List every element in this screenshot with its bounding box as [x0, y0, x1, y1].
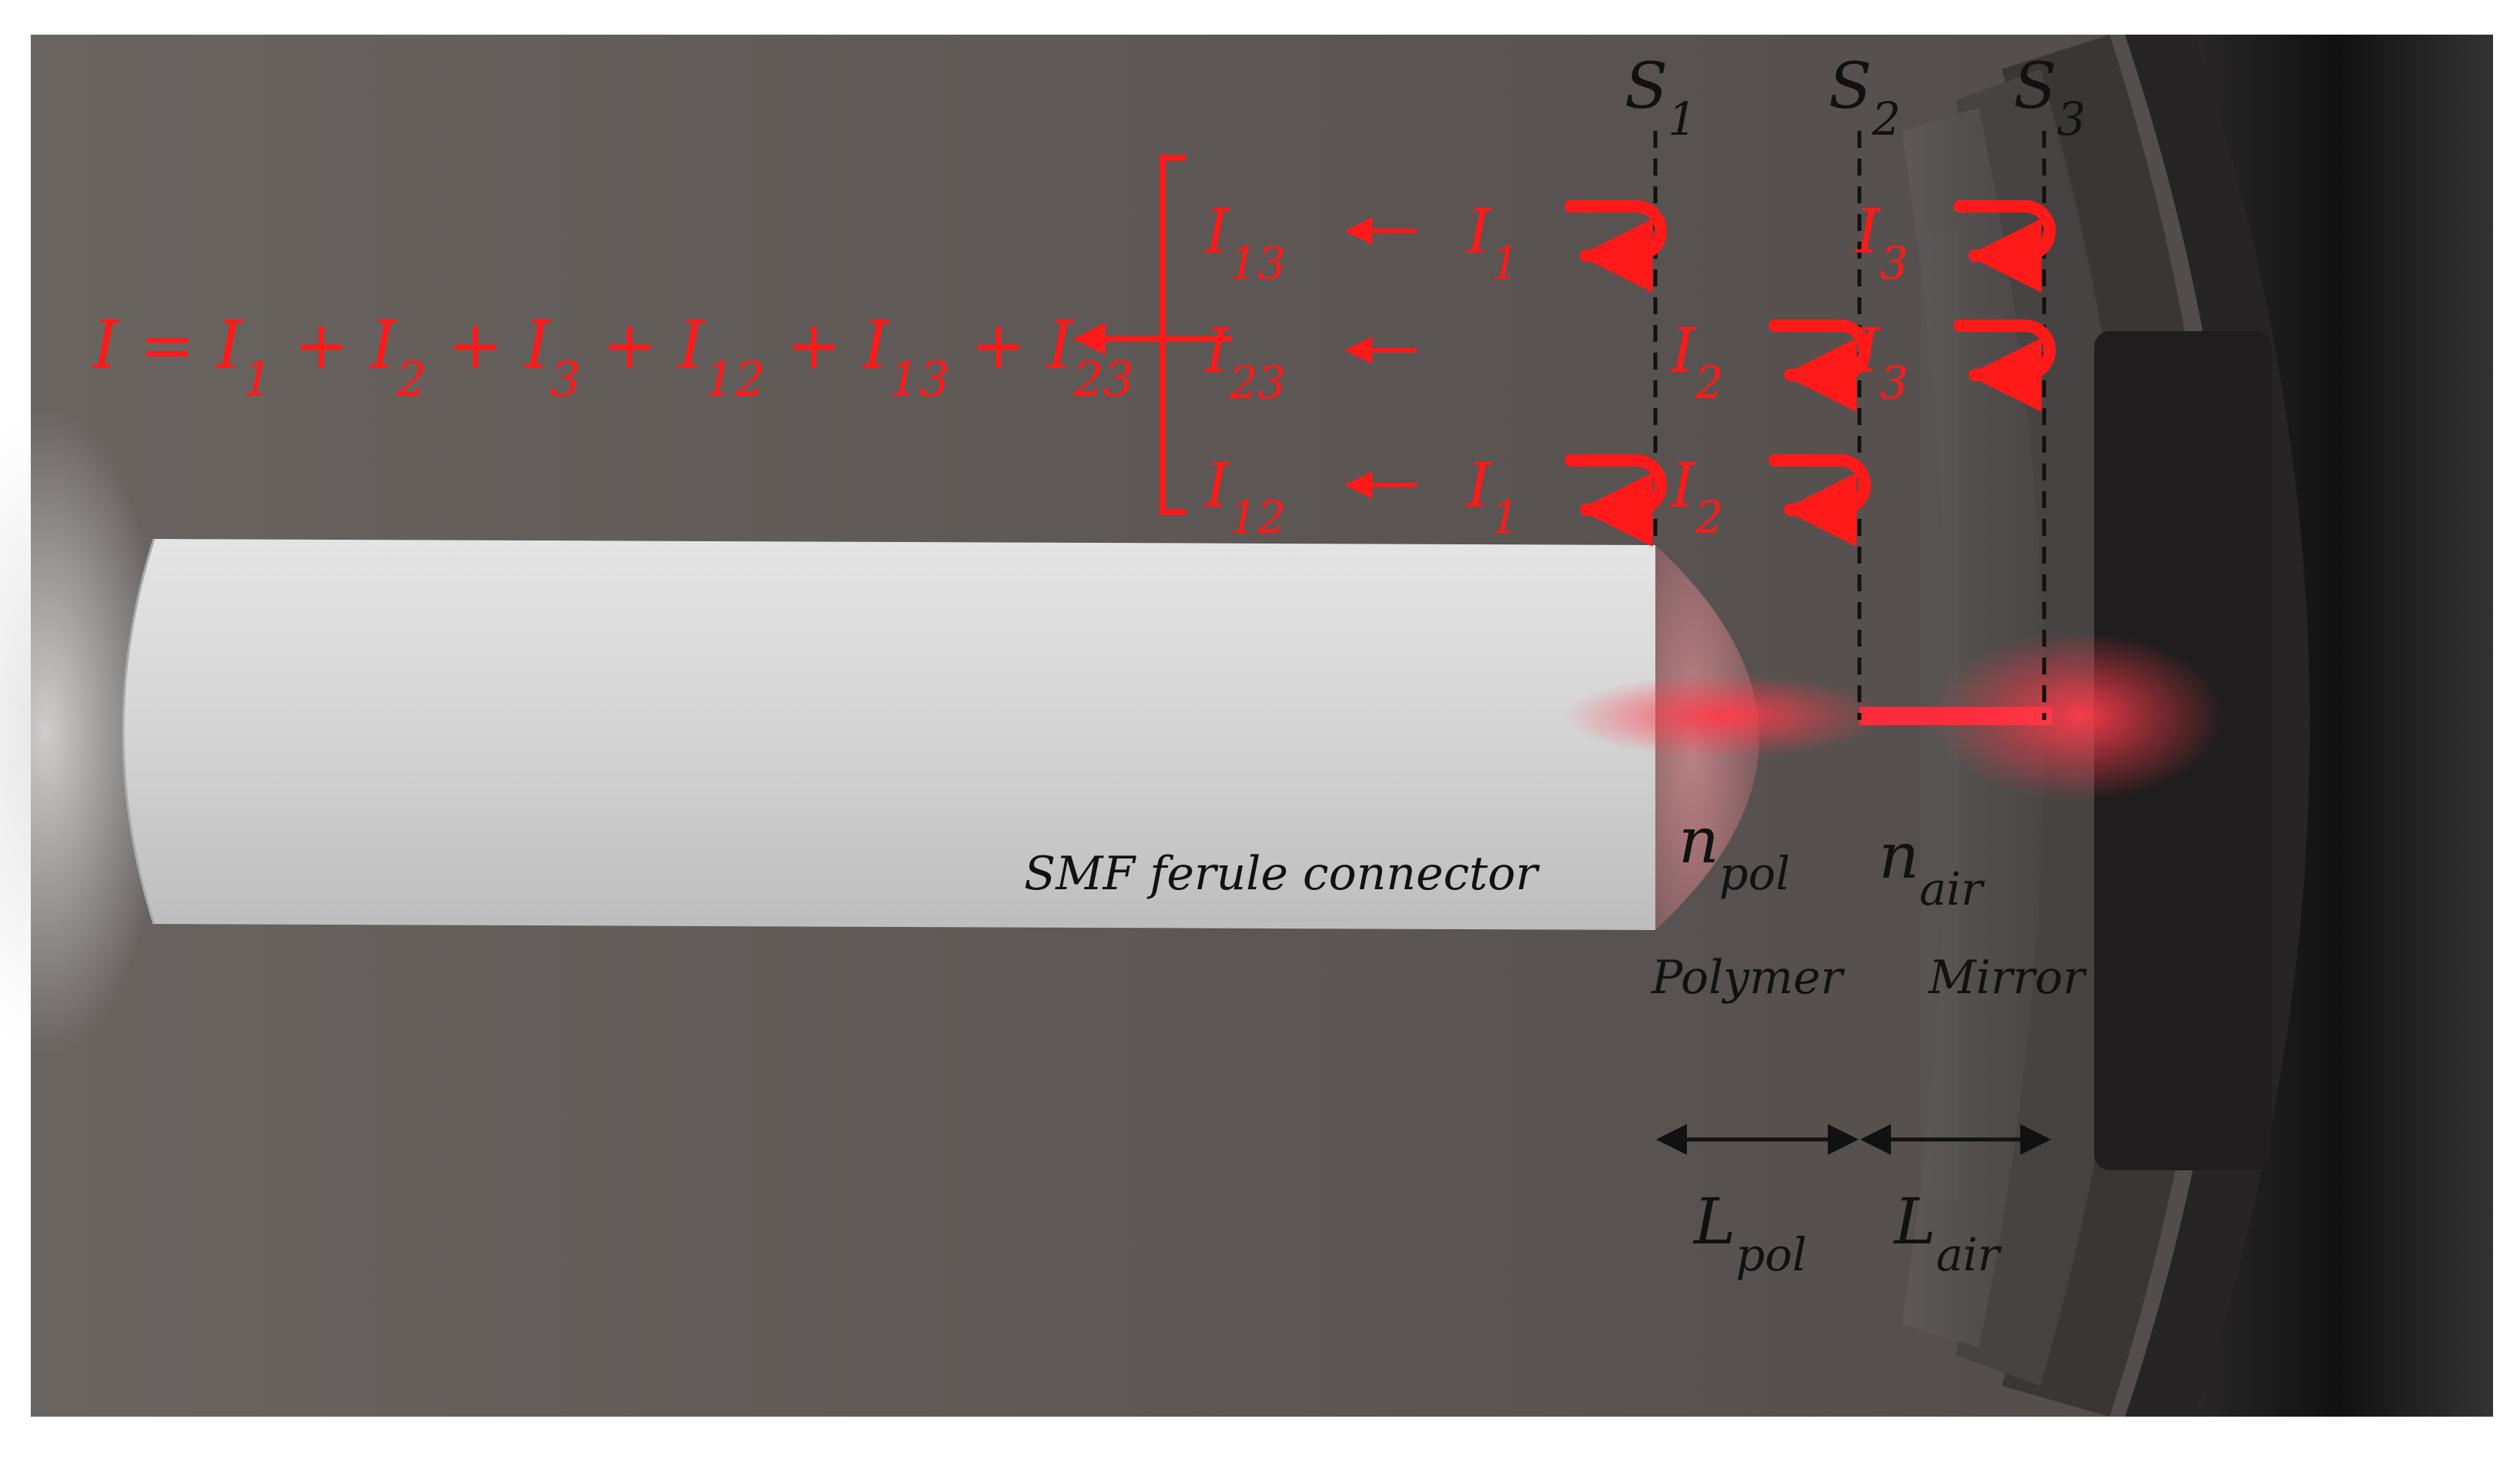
reflection-3-base: I	[1854, 315, 1881, 387]
l-pol-subscript: pol	[1735, 1228, 1806, 1281]
reflection-hook-1	[1565, 200, 1667, 293]
n-air-base: n	[1879, 820, 1919, 893]
equation-term-2-base: I	[369, 307, 398, 384]
reflection-2-subscript: 2	[1695, 492, 1724, 544]
l-pol-label: Lpol	[1692, 1186, 1807, 1281]
row-result-23-subscript: 23	[1229, 357, 1286, 409]
surface-3-base: S	[2013, 50, 2056, 123]
reflection-hook-1	[1565, 454, 1667, 547]
reflection-label-1: I1	[1465, 196, 1519, 289]
row-result-23: I23	[1203, 315, 1286, 409]
reflection-2-base: I	[1669, 315, 1696, 387]
reflection-label-1: I1	[1465, 450, 1519, 544]
reflection-3-base: I	[1854, 196, 1881, 267]
row-result-13-subscript: 13	[1230, 238, 1286, 289]
reflection-1-subscript: 1	[1491, 492, 1520, 544]
polymer-label: Polymer	[1651, 951, 1846, 1005]
row-result-13-base: I	[1203, 196, 1230, 267]
equation-term-1-base: I	[215, 307, 244, 384]
reflection-hook-3	[1953, 320, 2056, 412]
row-result-12-base: I	[1203, 450, 1230, 521]
surface-2-subscript: 2	[1871, 92, 1901, 146]
intensity-equation: I = I1 + I2 + I3 + I12 + I13 + I23	[91, 307, 1134, 407]
n-air-subscript: air	[1919, 862, 1986, 915]
reflection-label-3: I3	[1854, 315, 1908, 409]
equation-term-3-base: I	[523, 307, 552, 384]
l-air-base: L	[1893, 1186, 1936, 1259]
reflection-3-subscript: 3	[1880, 238, 1909, 289]
surface-3-subscript: 3	[2056, 92, 2086, 146]
row-result-23-base: I	[1203, 315, 1230, 387]
mirror-light-glow	[1933, 631, 2225, 801]
brace	[1155, 155, 1186, 515]
row-result-12: I12	[1203, 450, 1286, 544]
left-light-glow	[0, 408, 169, 1055]
equation-term-13-subscript: 13	[889, 352, 950, 407]
equation-term-2-subscript: 2	[396, 352, 427, 407]
equation-term-12-subscript: 12	[704, 352, 765, 407]
n-air-label: nair	[1879, 820, 1986, 915]
reflection-label-2: I2	[1669, 315, 1723, 409]
surface-2-base: S	[1829, 50, 1872, 123]
surface-1-subscript: 1	[1668, 92, 1697, 146]
surface-label-2: S2	[1829, 50, 1901, 146]
surface-label-3: S3	[2013, 50, 2086, 146]
equation-term-23-base: I	[1046, 307, 1075, 384]
l-air-subscript: air	[1936, 1228, 2002, 1281]
row-result-12-subscript: 12	[1230, 492, 1286, 544]
polymer-light-glow	[1563, 674, 1886, 758]
n-pol-subscript: pol	[1719, 847, 1790, 900]
reflection-hook-2	[1769, 320, 1871, 412]
l-air-label: Lair	[1893, 1186, 2003, 1281]
equation-term-23-subscript: 23	[1073, 352, 1134, 407]
reflection-1-base: I	[1465, 196, 1492, 267]
reflection-3-subscript: 3	[1880, 357, 1909, 409]
reflection-2-subscript: 2	[1695, 357, 1724, 409]
equation-term-12-base: I	[677, 307, 706, 384]
n-pol-base: n	[1678, 805, 1719, 878]
ferrule-label: SMF ferule connector	[1024, 847, 1540, 901]
reflection-hook-2	[1769, 454, 1871, 547]
n-pol-label: npol	[1678, 805, 1790, 900]
surface-1-base: S	[1625, 50, 1668, 123]
equation-lhs: I	[91, 307, 120, 384]
ferrule-connector	[122, 538, 1759, 930]
equation-term-13-base: I	[862, 307, 891, 384]
mirror-label: Mirror	[1928, 951, 2087, 1005]
reflection-label-2: I2	[1669, 450, 1723, 544]
reflection-1-subscript: 1	[1491, 238, 1520, 289]
reflection-1-base: I	[1465, 450, 1492, 521]
reflection-2-base: I	[1669, 450, 1696, 521]
l-pol-base: L	[1692, 1186, 1735, 1259]
reflection-hook-3	[1953, 200, 2056, 293]
equation-term-3-subscript: 3	[551, 352, 581, 407]
surface-label-1: S1	[1625, 50, 1697, 146]
equation-term-1-subscript: 1	[243, 352, 273, 407]
reflection-label-3: I3	[1854, 196, 1908, 289]
row-result-13: I13	[1203, 196, 1286, 289]
